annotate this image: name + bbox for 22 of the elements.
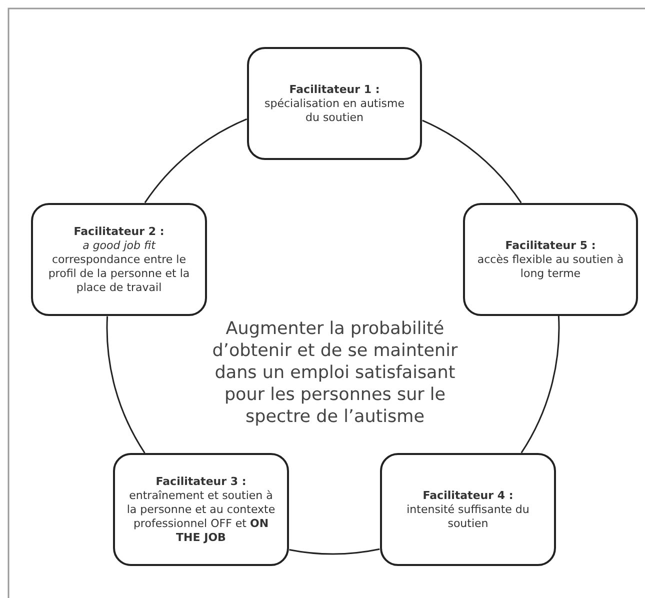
facilitator-box (247, 47, 422, 160)
facilitator-box (31, 203, 207, 316)
connector-arc (144, 118, 248, 204)
facilitator-box (113, 453, 289, 566)
facilitator-box (463, 203, 638, 316)
connector-arc (422, 120, 522, 204)
facilitator-description: entraînement et soutien à la personne et au contexte professionnel OFF et ON THE JOB (126, 488, 276, 544)
connector-arc (106, 316, 146, 454)
facilitator-title: Facilitateur 1 : (289, 82, 380, 96)
facilitator-title: Facilitateur 5 : (505, 238, 596, 252)
facilitator-title: Facilitateur 4 : (422, 488, 514, 502)
facilitator-title: Facilitateur 2 : (74, 224, 164, 238)
facilitator-description: correspondance entre le profil de la personne et la place de travail (47, 252, 191, 294)
facilitator-subtitle: a good job fit (82, 238, 156, 252)
central-goal-text: Augmenter la probabilité d’obtenir et de se maintenir dans un emploi satisfaisant pour les personnes sur le spectre de l’autisme (211, 318, 459, 428)
connector-arc (520, 316, 560, 454)
facilitator-description: accès flexible au soutien à long terme (476, 252, 625, 280)
facilitator-description: intensité suffisante du soutien (406, 502, 530, 530)
facilitator-title: Facilitateur 3 : (156, 474, 246, 488)
connector-arc (289, 548, 380, 555)
facilitator-description: spécialisation en autisme du soutien (263, 96, 406, 124)
facilitator-box (380, 453, 556, 566)
